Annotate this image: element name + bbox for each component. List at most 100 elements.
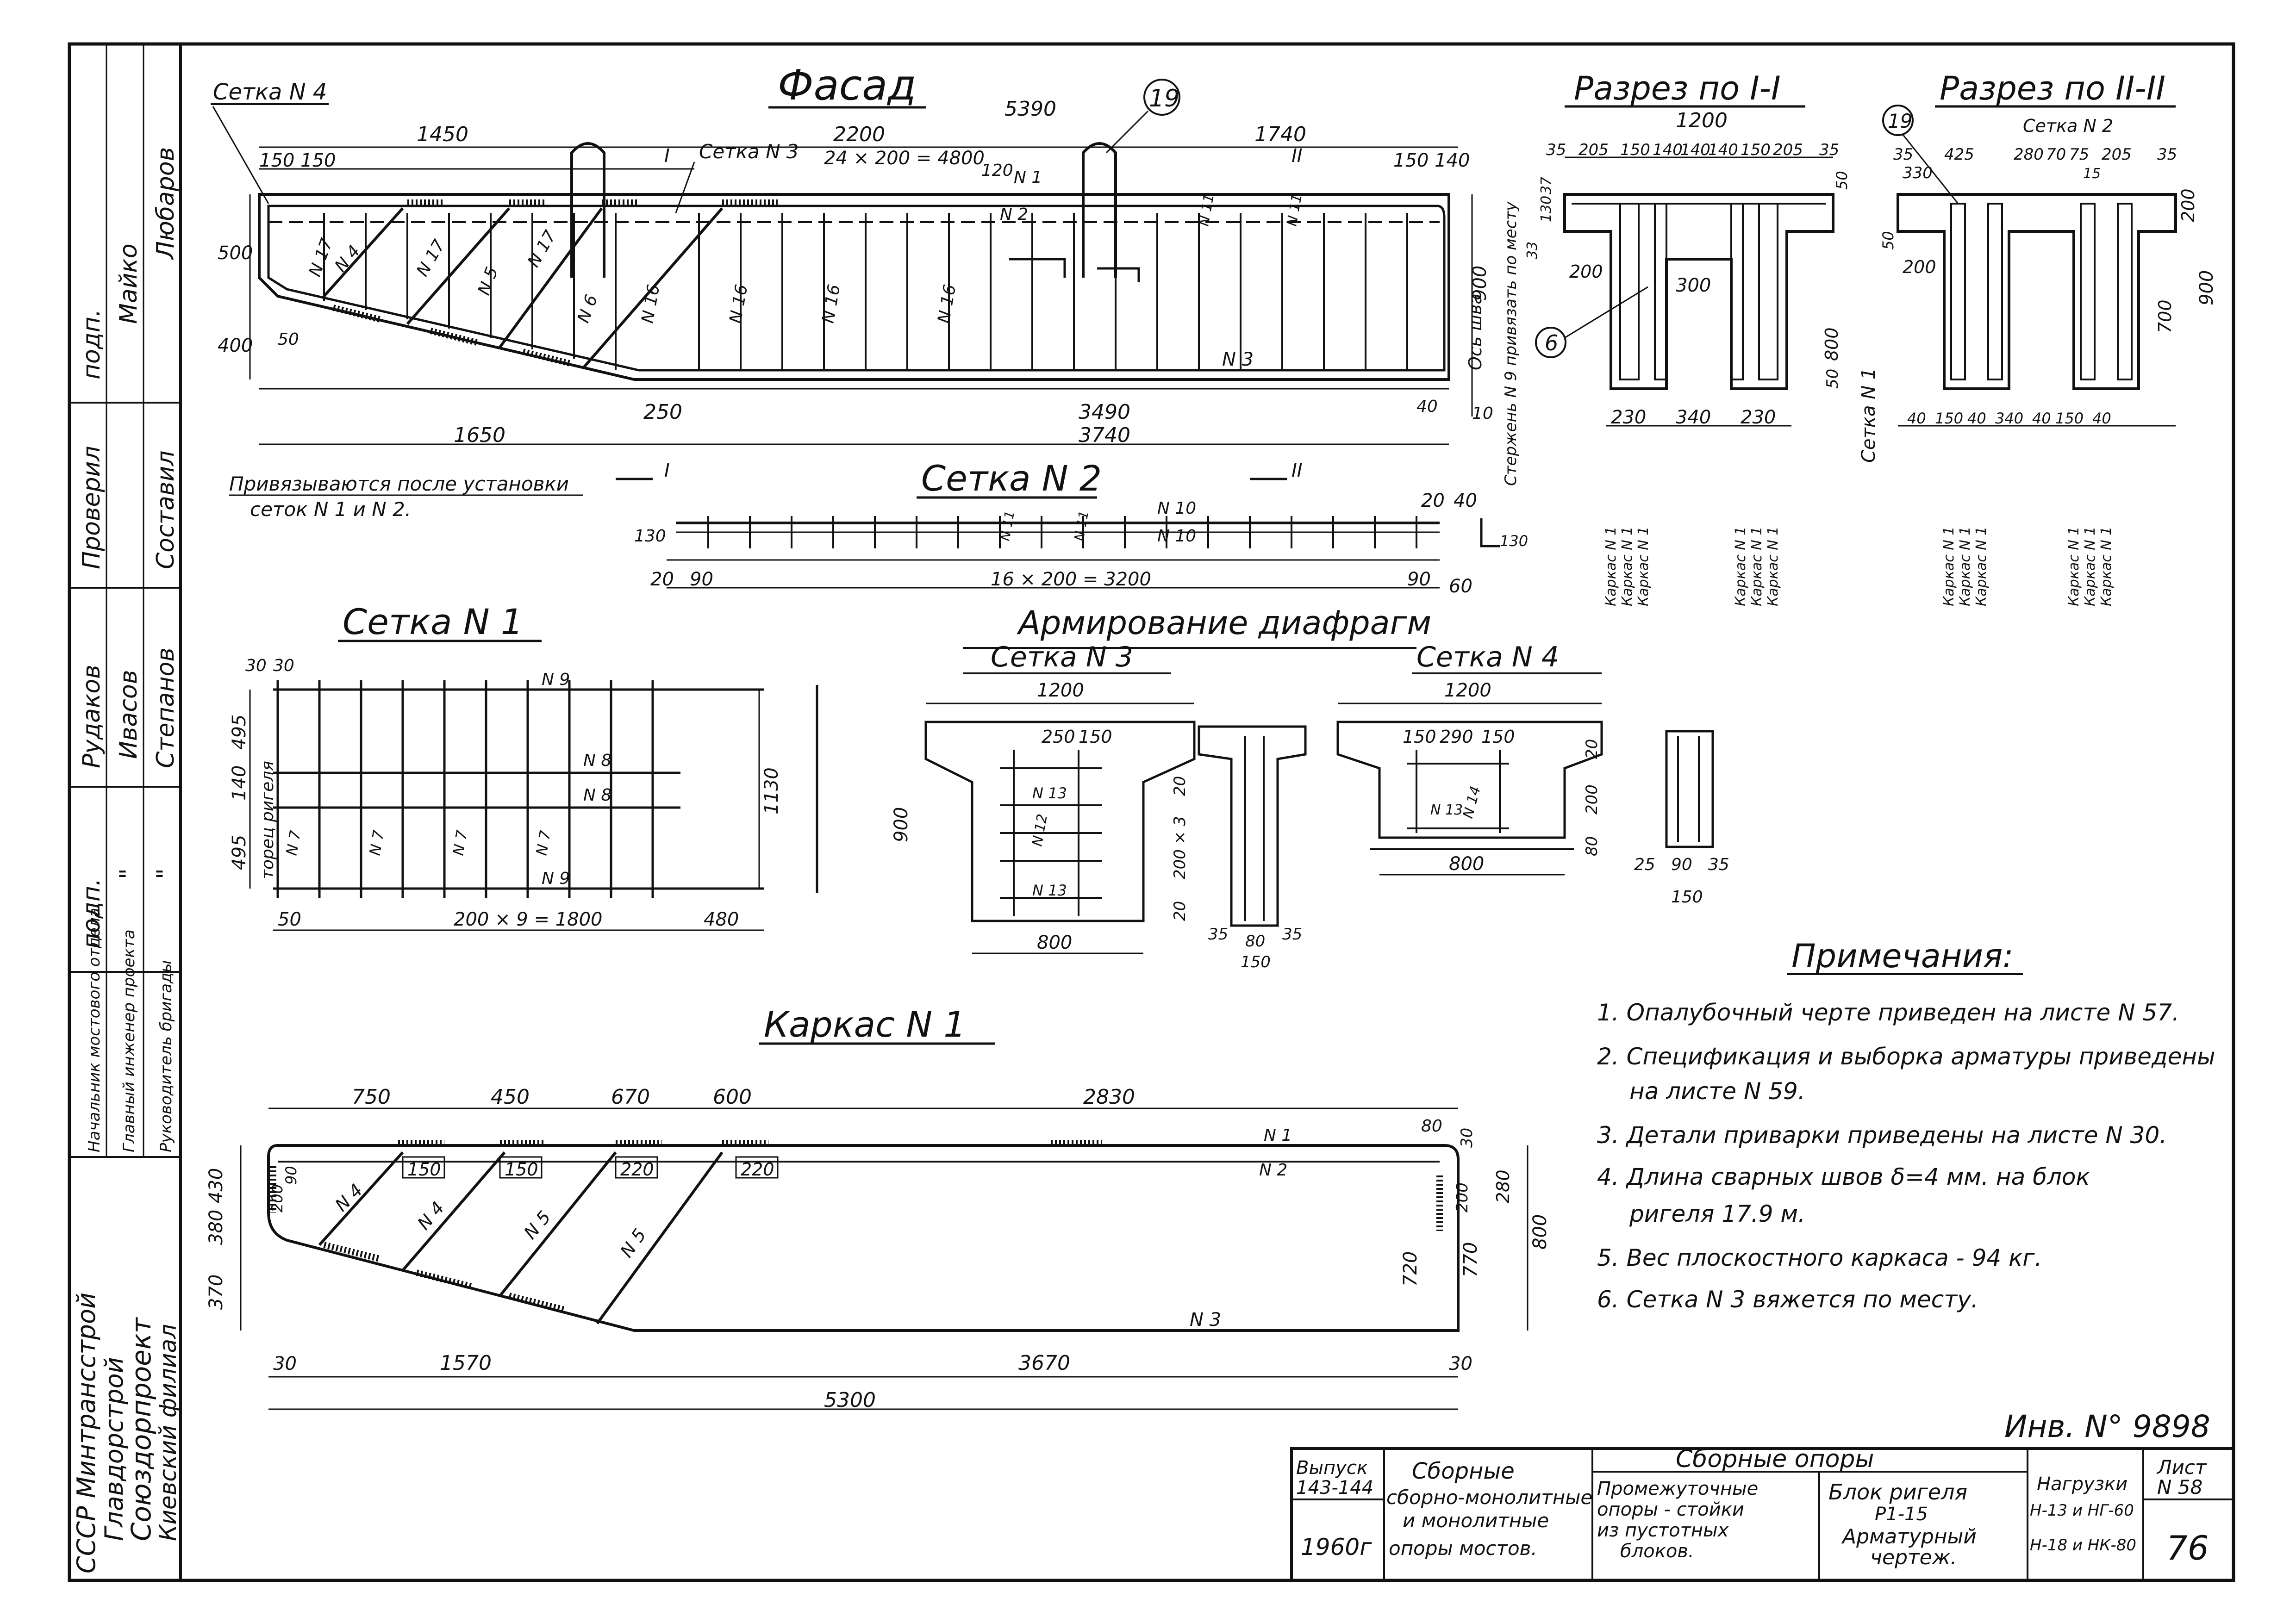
facade-outline [258, 193, 1450, 381]
strip-name-3: Ивасов [115, 670, 143, 759]
strip-title-1: Начальник мостового отдела [85, 908, 104, 1152]
mesh3-dim-200x3: 200 × 3 [1171, 816, 1189, 879]
facade-dim-120: 120 [981, 161, 1013, 180]
frame1-dim-450: 450 [491, 1085, 530, 1109]
frame1-dim-380: 380 [206, 1210, 227, 1245]
mesh3-dim-80: 80 [1245, 932, 1265, 951]
mesh3-dim-20a: 20 [1171, 776, 1189, 796]
mesh4-dim-90: 90 [1671, 855, 1692, 874]
mesh4-dim-20: 20 [1583, 739, 1601, 759]
strip-name-2: Составил [152, 450, 180, 569]
facade-cut-1-top: I [664, 145, 670, 167]
section1-dim-50: 50 [1833, 171, 1851, 190]
section2-frame-4: Каркас N 1 [2066, 527, 2082, 606]
tb-block-1: Блок ригеля [1828, 1480, 1967, 1505]
mesh1-dim-480: 480 [704, 909, 739, 930]
section2-dim-200b: 200 [1903, 257, 1936, 277]
section2-frame-5: Каркас N 1 [2082, 527, 2098, 606]
section2-title: Разрез по II-II [1940, 69, 2165, 107]
tb-year: 1960г [1301, 1534, 1372, 1561]
frame1-view: Каркас N 1 750 450 670 600 2830 150 150 … [206, 1004, 1551, 1412]
mesh3-dim-800: 800 [1037, 932, 1072, 953]
frame1-dim-5300: 5300 [824, 1388, 876, 1412]
frame1-weld-1: 150 [407, 1159, 441, 1180]
facade-bar-8: N 16 [726, 283, 751, 325]
mesh1-bar-5: N 7 [282, 829, 304, 857]
note-5: 5. Вес плоскостного каркаса - 94 кг. [1597, 1244, 2042, 1271]
section1-frame-4: Каркас N 1 [1733, 527, 1749, 606]
facade-bar-1: N 17 [306, 236, 337, 279]
mesh1-bar-8: N 7 [532, 829, 554, 857]
mesh3-dim-150b: 150 [1241, 953, 1271, 971]
frame1-dim-1570: 1570 [440, 1351, 492, 1375]
frame1-dim-770: 770 [1460, 1242, 1481, 1277]
facade-bind-note-2: сеток N 1 и N 2. [250, 498, 411, 521]
section2-dim-35a: 35 [1893, 145, 1913, 164]
mesh1-view: Сетка N 1 30 30 495 140 495 50 200 × 9 =… [229, 601, 818, 931]
facade-bar-15: N 3 [1222, 349, 1254, 370]
facade-title: Фасад [778, 61, 917, 110]
mesh2-dim-40: 40 [1454, 490, 1477, 511]
facade-dim-3740: 3740 [1079, 423, 1130, 447]
mesh2-bar-4: N 11 [1071, 510, 1092, 542]
section2-dim-200: 200 [2178, 188, 2198, 222]
facade-cut-2-bottom: II [1292, 460, 1303, 481]
facade-mesh4-label: Сетка N 4 [213, 79, 327, 105]
section1-dim-150a: 150 [1620, 141, 1650, 159]
section1-dim-50b: 50 [1823, 369, 1842, 389]
section2-frame-2: Каркас N 1 [1957, 527, 1973, 606]
section1-side-label: Сетка N 1 [1858, 368, 1879, 463]
facade-view: Фасад [211, 61, 1520, 521]
mesh4-dim-35: 35 [1708, 855, 1729, 874]
frame1-dim-800: 800 [1529, 1214, 1551, 1250]
section1-dim-140c: 140 [1708, 141, 1738, 159]
section2-dim-425: 425 [1944, 145, 1974, 164]
section1-dim-37: 37 [1538, 177, 1554, 194]
strip-sub-4: " [152, 868, 180, 879]
facade-dim-2200: 2200 [833, 123, 885, 146]
mesh1-bar-2: N 8 [583, 751, 611, 770]
tb-sheet-no: N 58 [2157, 1476, 2202, 1499]
section1-dim-33: 33 [1524, 242, 1541, 259]
mesh1-dim-140: 140 [229, 765, 250, 801]
section2-frame-3: Каркас N 1 [1973, 527, 1990, 606]
facade-bar-3: N 17 [413, 236, 449, 280]
strip-role-4: подп. [78, 878, 106, 949]
org-line-2: Главдорстрой [100, 1357, 129, 1541]
section1-dim-205a: 205 [1578, 141, 1609, 159]
mesh2-dim-60: 60 [1449, 576, 1472, 597]
mesh3-bar-2: N 12 [1029, 813, 1051, 847]
tb-series-4: опоры мостов. [1389, 1537, 1537, 1560]
note-1: 1. Опалубочный черте приведен на листе N… [1597, 999, 2179, 1026]
facade-dim-1450: 1450 [417, 123, 468, 146]
facade-dim-50: 50 [278, 330, 299, 349]
note-6: 6. Сетка N 3 вяжется по месту. [1597, 1286, 1978, 1313]
diaphragm-view: Армирование диафрагм Сетка N 3 Сетка N 4… [891, 604, 1729, 971]
mesh3-dim-900: 900 [891, 807, 912, 842]
tb-loads-label: Нагрузки [2037, 1474, 2128, 1495]
strip-name-1: Майко [115, 243, 143, 324]
facade-dim-1740: 1740 [1254, 123, 1306, 146]
mesh4-dim-80: 80 [1583, 836, 1601, 856]
facade-dim-400: 400 [218, 335, 253, 356]
mesh2-bar-1: N 10 [1157, 499, 1196, 518]
mesh1-dim-1130: 1130 [761, 767, 782, 815]
section1-frame-2: Каркас N 1 [1619, 527, 1635, 606]
tb-type-1: Промежуточные [1597, 1478, 1758, 1499]
frame1-dim-430: 430 [206, 1168, 227, 1203]
section1-frame-6: Каркас N 1 [1765, 527, 1781, 606]
notes-title: Примечания: [1791, 937, 2014, 975]
mesh1-bar-3: N 8 [583, 786, 611, 805]
section2-dim-340: 340 [1995, 410, 2023, 427]
section2-dim-205: 205 [2102, 145, 2132, 164]
section2-dim-40b: 40 [1967, 410, 1986, 427]
facade-dim-500: 500 [218, 243, 253, 264]
note-3: 3. Детали приварки приведены на листе N … [1597, 1122, 2167, 1149]
mesh4-dim-800: 800 [1449, 853, 1484, 875]
title-block: Выпуск 143-144 1960г Сборные сборно-моно… [1290, 1445, 2235, 1582]
tb-issue-label: Выпуск [1296, 1457, 1368, 1479]
strip-title-2: Главный инженер проекта [120, 929, 138, 1152]
facade-bar-2: N 4 [331, 242, 364, 275]
mesh4-dim-150b: 150 [1481, 727, 1515, 747]
frame1-bar-2: N 2 [1259, 1161, 1287, 1180]
